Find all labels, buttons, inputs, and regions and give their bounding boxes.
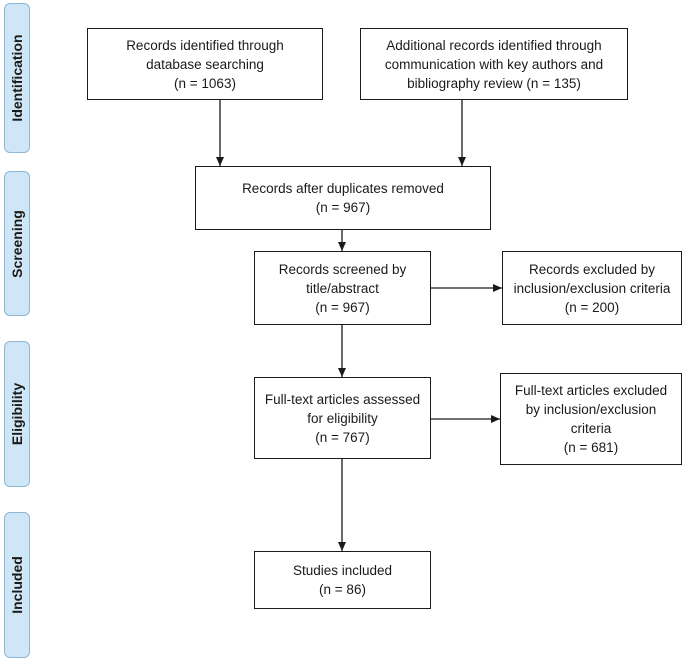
box-line: Records identified through	[126, 37, 284, 53]
box-line: Full-text articles assessed	[264, 391, 421, 407]
box-line: Records after duplicates removed	[242, 181, 444, 196]
box-line: title/abstract	[306, 280, 379, 296]
phase-eligibility: Eligibility	[4, 341, 30, 487]
box-line: inclusion/exclusion criteria	[513, 280, 671, 296]
phase-screening: Screening	[4, 171, 30, 316]
box-line: (n = 681)	[563, 440, 619, 455]
box-line: for eligibility	[307, 410, 378, 426]
fulltext-assessed-box: Full-text articles assessed for eligibil…	[254, 377, 431, 459]
box-line: Records excluded by	[528, 261, 656, 277]
box-line: Studies included	[292, 563, 393, 578]
box-line: (n = 86)	[319, 582, 366, 597]
additional-records-box: Additional records identified through co…	[360, 28, 628, 100]
records-after-duplicates-box: Records after duplicates removed (n = 96…	[195, 166, 491, 230]
box-line: Records screened by	[278, 261, 407, 277]
box-line: (n = 767)	[315, 429, 370, 445]
box-line: (n = 1063)	[174, 75, 236, 91]
fulltext-excluded-box: Full-text articles excluded by inclusion…	[500, 373, 682, 465]
box-line: communication with key authors and	[384, 56, 604, 72]
box-line: by inclusion/exclusion	[525, 402, 657, 417]
box-line: bibliography review (n = 135)	[407, 75, 581, 91]
records-identified-database-box: Records identified through database sear…	[87, 28, 323, 100]
box-line: Additional records identified through	[386, 37, 602, 53]
box-line: database searching	[146, 56, 264, 72]
box-line: (n = 200)	[564, 299, 620, 315]
records-screened-box: Records screened by title/abstract (n = …	[254, 251, 431, 325]
box-line: (n = 967)	[315, 200, 371, 215]
phase-identification: Identification	[4, 3, 30, 153]
box-line: Full-text articles excluded	[514, 383, 668, 398]
phase-included: Included	[4, 512, 30, 658]
records-excluded-screening-box: Records excluded by inclusion/exclusion …	[502, 251, 682, 325]
box-line: (n = 967)	[315, 299, 370, 315]
box-line: criteria	[570, 421, 612, 436]
studies-included-box: Studies included (n = 86)	[254, 551, 431, 609]
